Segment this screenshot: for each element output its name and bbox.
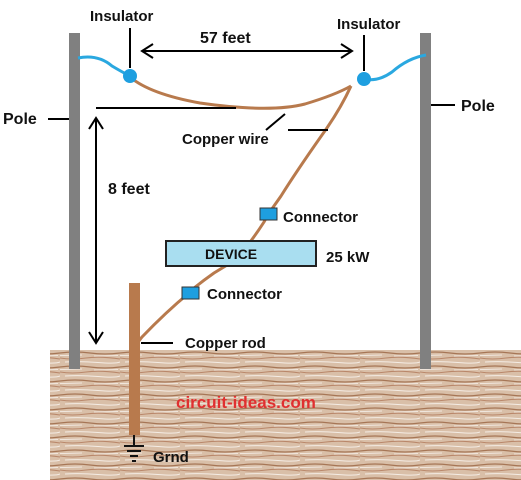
copper-wire-span: [129, 75, 352, 110]
power-label: 25 kW: [326, 249, 370, 266]
connector-lower-label: Connector: [207, 286, 282, 303]
insulator-right: [357, 72, 371, 86]
soil: [50, 350, 521, 480]
height-label: 8 feet: [108, 181, 150, 198]
device-label: DEVICE: [205, 246, 257, 262]
connector-lower: [181, 286, 200, 300]
insulator-left: [123, 69, 137, 83]
pole-left-label: Pole: [3, 111, 37, 128]
watermark: circuit-ideas.com: [176, 393, 316, 412]
insulator-left-label: Insulator: [90, 8, 154, 25]
copper-wire-label: Copper wire: [182, 131, 269, 148]
height-dimension-arrow: [88, 116, 104, 345]
span-label: 57 feet: [200, 30, 251, 47]
power-line-right: [363, 53, 427, 82]
span-dimension-arrow: [140, 43, 354, 59]
insulator-right-label: Insulator: [337, 16, 401, 33]
connector-upper: [259, 207, 278, 221]
pole-right-post: [420, 33, 431, 369]
connector-upper-label: Connector: [283, 209, 358, 226]
copper-wire-leader: [265, 113, 328, 131]
pole-right-label: Pole: [461, 98, 495, 115]
ground-label: Grnd: [153, 449, 189, 466]
ground-symbol: [124, 435, 144, 462]
power-line-left: [77, 55, 131, 78]
copper-rod: [129, 283, 140, 435]
device-box: [165, 240, 317, 267]
copper-rod-label: Copper rod: [185, 335, 266, 352]
pole-left-post: [69, 33, 80, 369]
